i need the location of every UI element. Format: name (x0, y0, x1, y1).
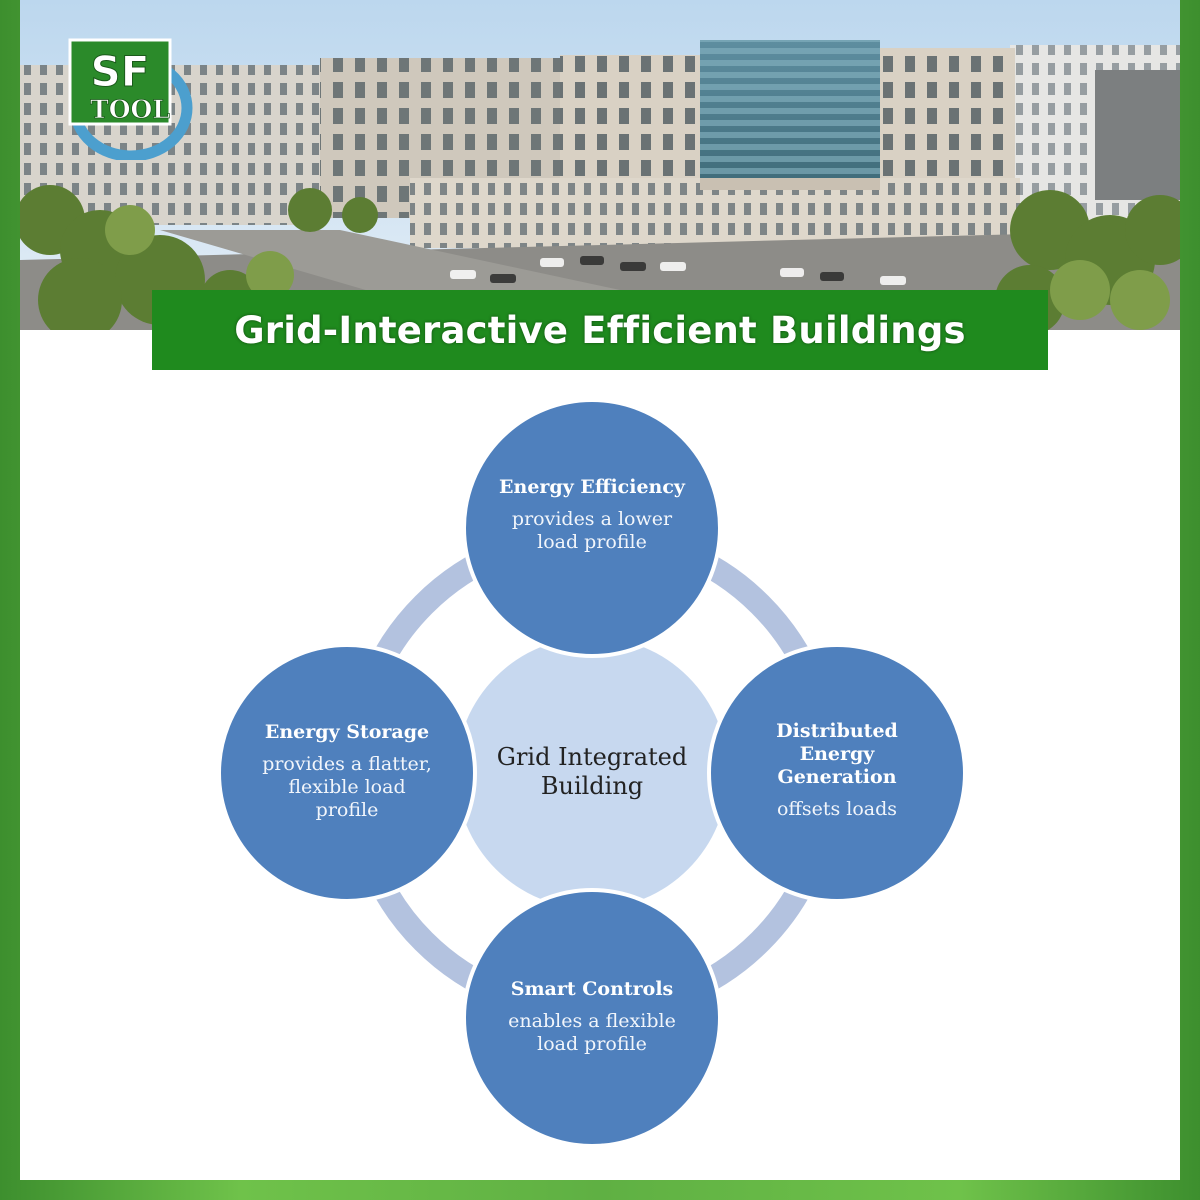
node-right-desc: offsets loads (776, 798, 898, 820)
node-right-text: Distributed Energy Generation offsets lo… (742, 720, 932, 821)
node-left-title: Energy Storage (264, 721, 430, 743)
node-left-text: Energy Storage provides a flatter, flexi… (257, 721, 437, 822)
sf-tool-logo: SF TOOL (68, 38, 193, 160)
node-top-title: Energy Efficiency (499, 476, 685, 498)
title-banner: Grid-Interactive Efficient Buildings (152, 290, 1048, 370)
node-energy-storage (217, 643, 477, 903)
node-distributed-generation (707, 643, 967, 903)
node-bottom-text: Smart Controls enables a flexible load p… (492, 978, 692, 1056)
infographic-card: SF TOOL Grid-Interactive Efficient Build… (20, 0, 1180, 1180)
center-circle (456, 637, 728, 909)
node-left-desc: provides a flatter, flexible load profil… (262, 753, 432, 821)
node-top-text: Energy Efficiency provides a lower load … (492, 476, 692, 554)
header-photo (20, 0, 1180, 330)
node-bottom-title: Smart Controls (510, 978, 674, 1000)
node-smart-controls (462, 888, 722, 1148)
page-title: Grid-Interactive Efficient Buildings (234, 308, 966, 352)
logo-text-sf: SF (91, 47, 150, 96)
node-bottom-desc: enables a flexible load profile (508, 1010, 676, 1055)
node-right-title: Distributed Energy Generation (776, 720, 898, 788)
node-energy-efficiency (462, 398, 722, 658)
logo-text-tool: TOOL (90, 95, 170, 124)
center-label: Grid Integrated Building (496, 743, 688, 800)
cycle-diagram (217, 398, 967, 1148)
node-top-desc: provides a lower load profile (511, 508, 673, 553)
